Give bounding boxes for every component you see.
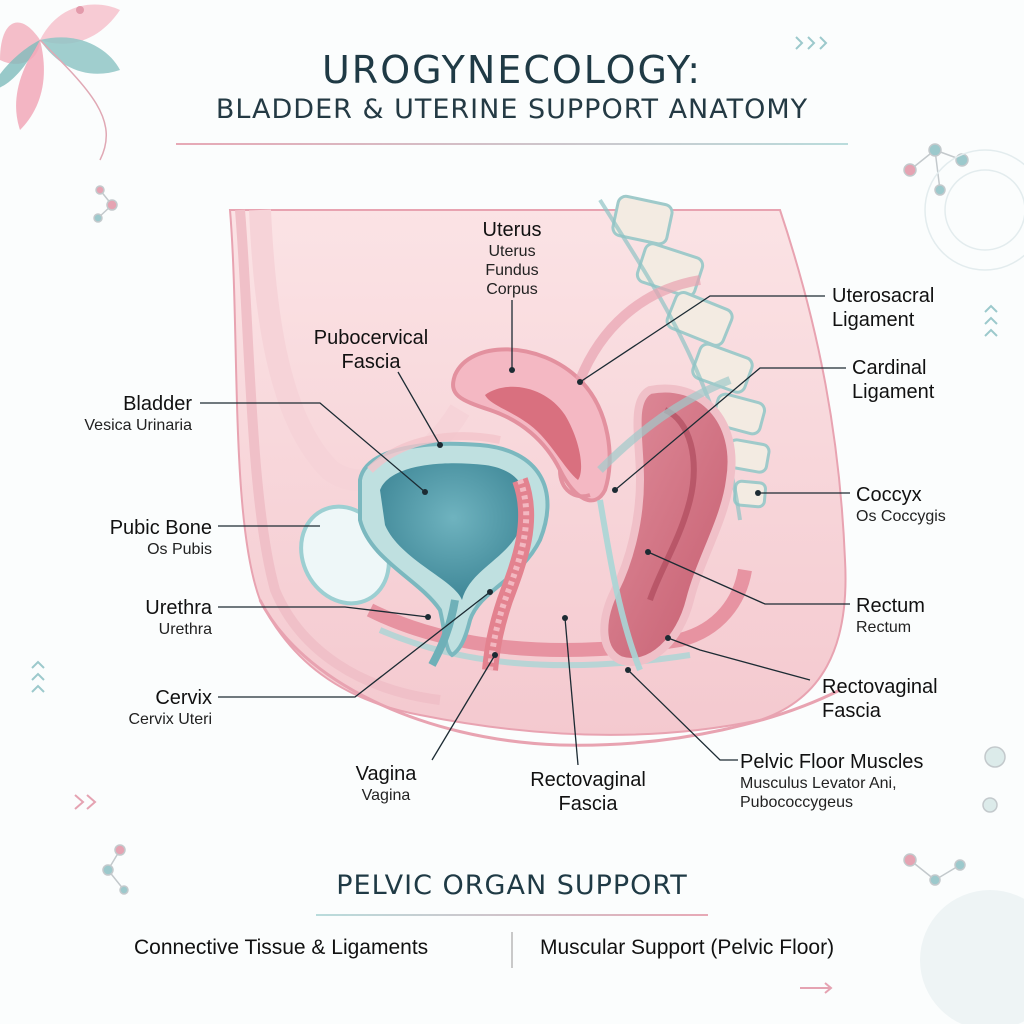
label-uterosacral-ligament: Uterosacral Ligament [832,285,935,331]
leader-lines [200,295,850,766]
footer-left-text: Connective Tissue & Ligaments [134,936,429,959]
perineum-outline [258,599,841,747]
rectovaginal-fascia-shape [597,499,643,672]
bladder-lumen [380,463,527,600]
molecule-decoration [93,143,1006,895]
circle-decoration [944,169,1024,251]
label-pubic-bone: Pubic Bone Os Pubis [109,517,212,558]
uterosacral-ligament-shape [575,275,701,382]
flower-decoration [0,4,120,161]
label-vagina: Vagina Vagina [355,763,417,804]
vaginal-rugae [487,478,530,671]
label-cardinal-ligament: Cardinal Ligament [852,357,935,403]
label-pelvic-floor-muscles: Pelvic Floor Muscles Musculus Levator An… [740,751,924,812]
label-rectum: Rectum Rectum [856,595,925,636]
label-rectovaginal-fascia-right: Rectovaginal Fascia [822,676,938,722]
pubocervical-fascia-shape [367,432,501,473]
title-divider [176,143,848,145]
label-bladder: Bladder Vesica Urinaria [84,393,192,434]
cervix-shape [558,469,591,499]
page-title: UROGYNECOLOGY: [321,48,703,92]
footer-right-text: Muscular Support (Pelvic Floor) [540,936,835,959]
rectum-shape [600,384,736,666]
uterine-cavity [485,386,582,480]
label-urethra: Urethra Urethra [145,597,212,638]
circle-decoration [920,890,1024,1024]
page-subtitle: BLADDER & UTERINE SUPPORT ANATOMY [215,94,809,125]
leader-dots [422,367,761,673]
footer-divider [316,914,708,916]
cardinal-ligament-shape [597,376,732,473]
abdominal-wall [235,209,441,705]
label-cervix: Cervix Cervix Uteri [128,687,212,728]
label-uterus: Uterus Uterus Fundus Corpus [482,219,542,299]
footer-title: PELVIC ORGAN SUPPORT [336,870,688,901]
circle-decoration [924,149,1024,271]
rectum-fold [647,407,697,601]
label-coccyx: Coccyx Os Coccygis [856,484,946,525]
footer-separator [511,932,513,968]
chevron-decoration [31,36,998,994]
label-pubocervical-fascia: Pubocervical Fascia [313,327,429,373]
urethra-tube [428,599,459,667]
label-rectovaginal-fascia-bottom: Rectovaginal Fascia [530,769,646,815]
